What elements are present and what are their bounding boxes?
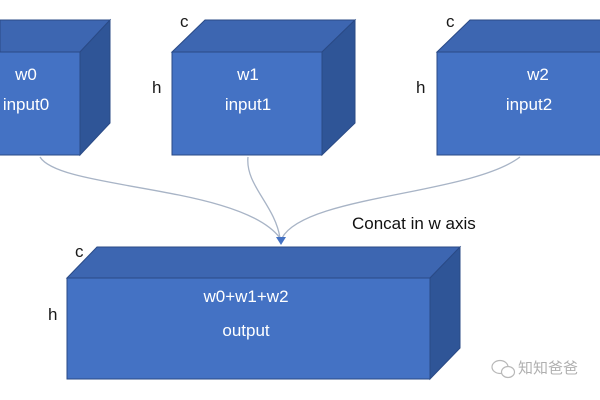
connector-input2 [281,156,521,239]
input0-w-label: w0 [14,65,37,84]
input1-name: input1 [225,95,271,114]
input1-h-label: h [152,78,161,97]
wechat-icon [491,359,516,379]
input1-c-label: c [180,12,189,31]
output-top [65,246,462,279]
output-c-label: c [75,242,84,261]
input2-cube: c h w2 input2 [416,12,600,156]
input0-front [0,51,81,156]
input2-c-label: c [446,12,455,31]
output-w-label: w0+w1+w2 [202,287,288,306]
input2-w-label: w2 [526,65,549,84]
input1-w-label: w1 [236,65,259,84]
merge-arrow-icon [276,237,286,245]
concat-caption: Concat in w axis [352,214,476,233]
output-name: output [222,321,270,340]
output-cube: c h w0+w1+w2 output [48,242,462,381]
input0-name: input0 [3,95,49,114]
input2-h-label: h [416,78,425,97]
connector-input0 [39,156,281,239]
input2-front [436,51,600,156]
connectors [39,156,521,239]
input1-cube: c h w1 input1 [152,12,357,157]
output-h-label: h [48,305,57,324]
connector-input1 [247,156,281,239]
watermark-text: 知知爸爸 [518,359,578,377]
output-front [66,277,431,380]
input2-name: input2 [506,95,552,114]
input1-front [171,51,323,156]
input0-cube: w0 input0 [0,18,112,157]
input2-top [435,19,600,53]
watermark: 知知爸爸 [491,359,578,379]
